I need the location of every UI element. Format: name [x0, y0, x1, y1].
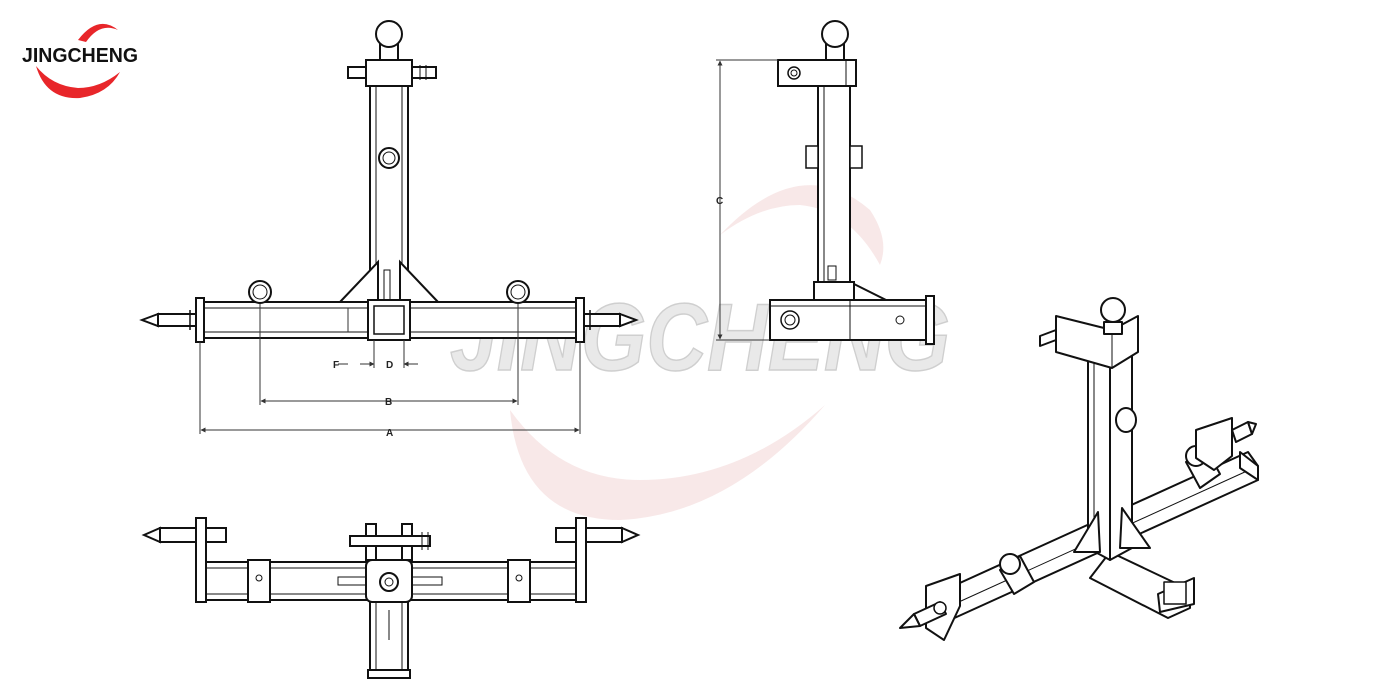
- side-mast: [817, 85, 851, 301]
- side-hitch-ball: [821, 20, 849, 48]
- logo-text: JINGCHENG: [22, 45, 138, 67]
- front-dimensions: [199, 304, 581, 434]
- watermark-swoosh-bottom: [510, 405, 825, 520]
- dim-label-b: B: [385, 397, 392, 408]
- watermark: JINGCHENG: [449, 185, 951, 520]
- brand-logo: JINGCHENG: [22, 23, 138, 99]
- dim-label-f: F: [333, 360, 339, 371]
- front-view: [139, 20, 639, 343]
- logo-swoosh-bottom: [36, 66, 120, 99]
- watermark-swoosh-top: [720, 185, 884, 265]
- hitch-ball: [375, 20, 403, 48]
- gusset-right: [399, 259, 441, 303]
- logo-swoosh-top: [78, 23, 118, 42]
- side-view: [769, 20, 935, 345]
- dim-label-a: A: [386, 428, 393, 439]
- iso-top-clamp: [1055, 315, 1139, 369]
- top-view: [141, 517, 641, 679]
- top-right-pin: [585, 527, 623, 543]
- top-left-pin: [159, 527, 197, 543]
- dim-label-d: D: [386, 360, 393, 371]
- isometric-view: [899, 297, 1259, 641]
- gusset-left: [337, 259, 379, 303]
- iso-hitch-ball: [1100, 297, 1126, 323]
- side-dimensions: [716, 59, 778, 341]
- dim-label-c: C: [716, 196, 723, 207]
- top-clamp: [365, 59, 413, 87]
